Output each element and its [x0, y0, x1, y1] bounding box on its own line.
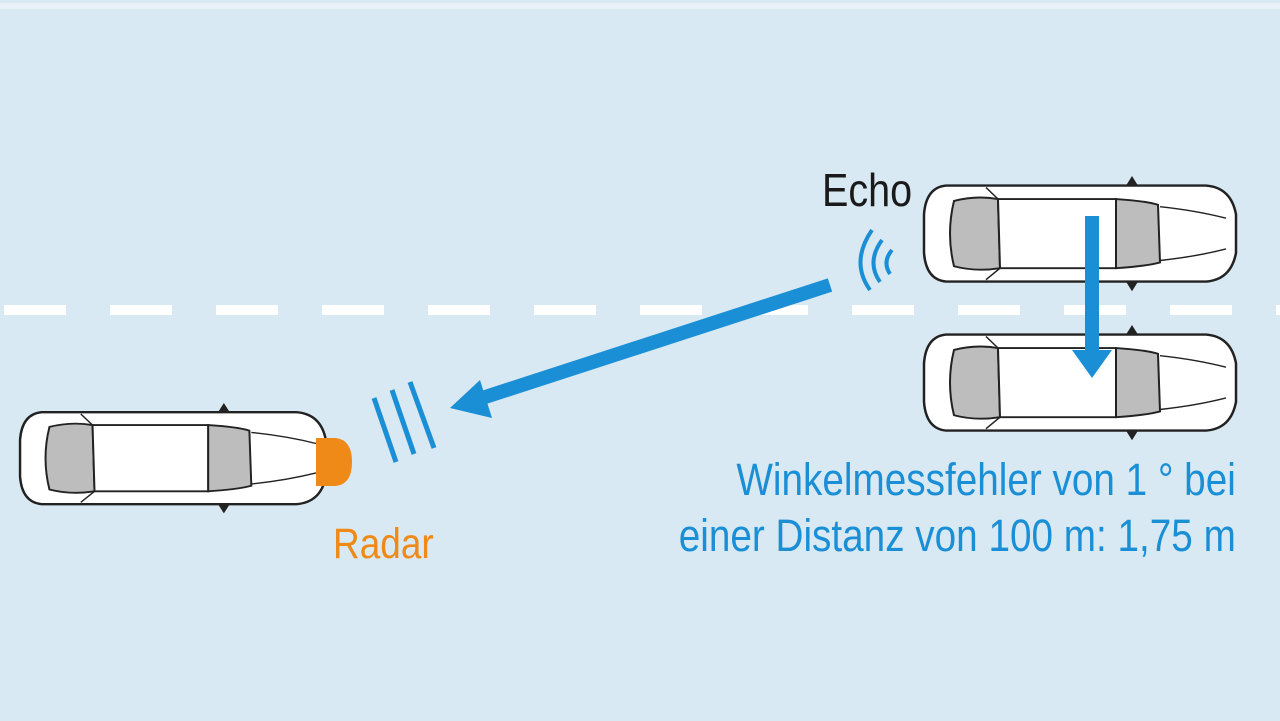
target-car-measured: [922, 323, 1238, 442]
angle-error-line-1: Winkelmessfehler von 1 ° bei: [736, 454, 1236, 505]
angle-error-caption: Winkelmessfehler von 1 ° bei einer Dista…: [679, 452, 1236, 564]
radar-label: Radar: [333, 520, 434, 568]
radar-car: [18, 401, 328, 515]
echo-waves-icon: [858, 228, 894, 292]
target-car-actual: [922, 174, 1238, 293]
radar-waves-icon: [371, 381, 437, 463]
radar-sensor: [316, 438, 352, 486]
angle-error-line-2: einer Distanz von 100 m: 1,75 m: [678, 510, 1236, 561]
echo-beam-arrow: [450, 278, 833, 418]
echo-label: Echo: [822, 164, 913, 216]
displacement-arrow: [1072, 216, 1112, 378]
